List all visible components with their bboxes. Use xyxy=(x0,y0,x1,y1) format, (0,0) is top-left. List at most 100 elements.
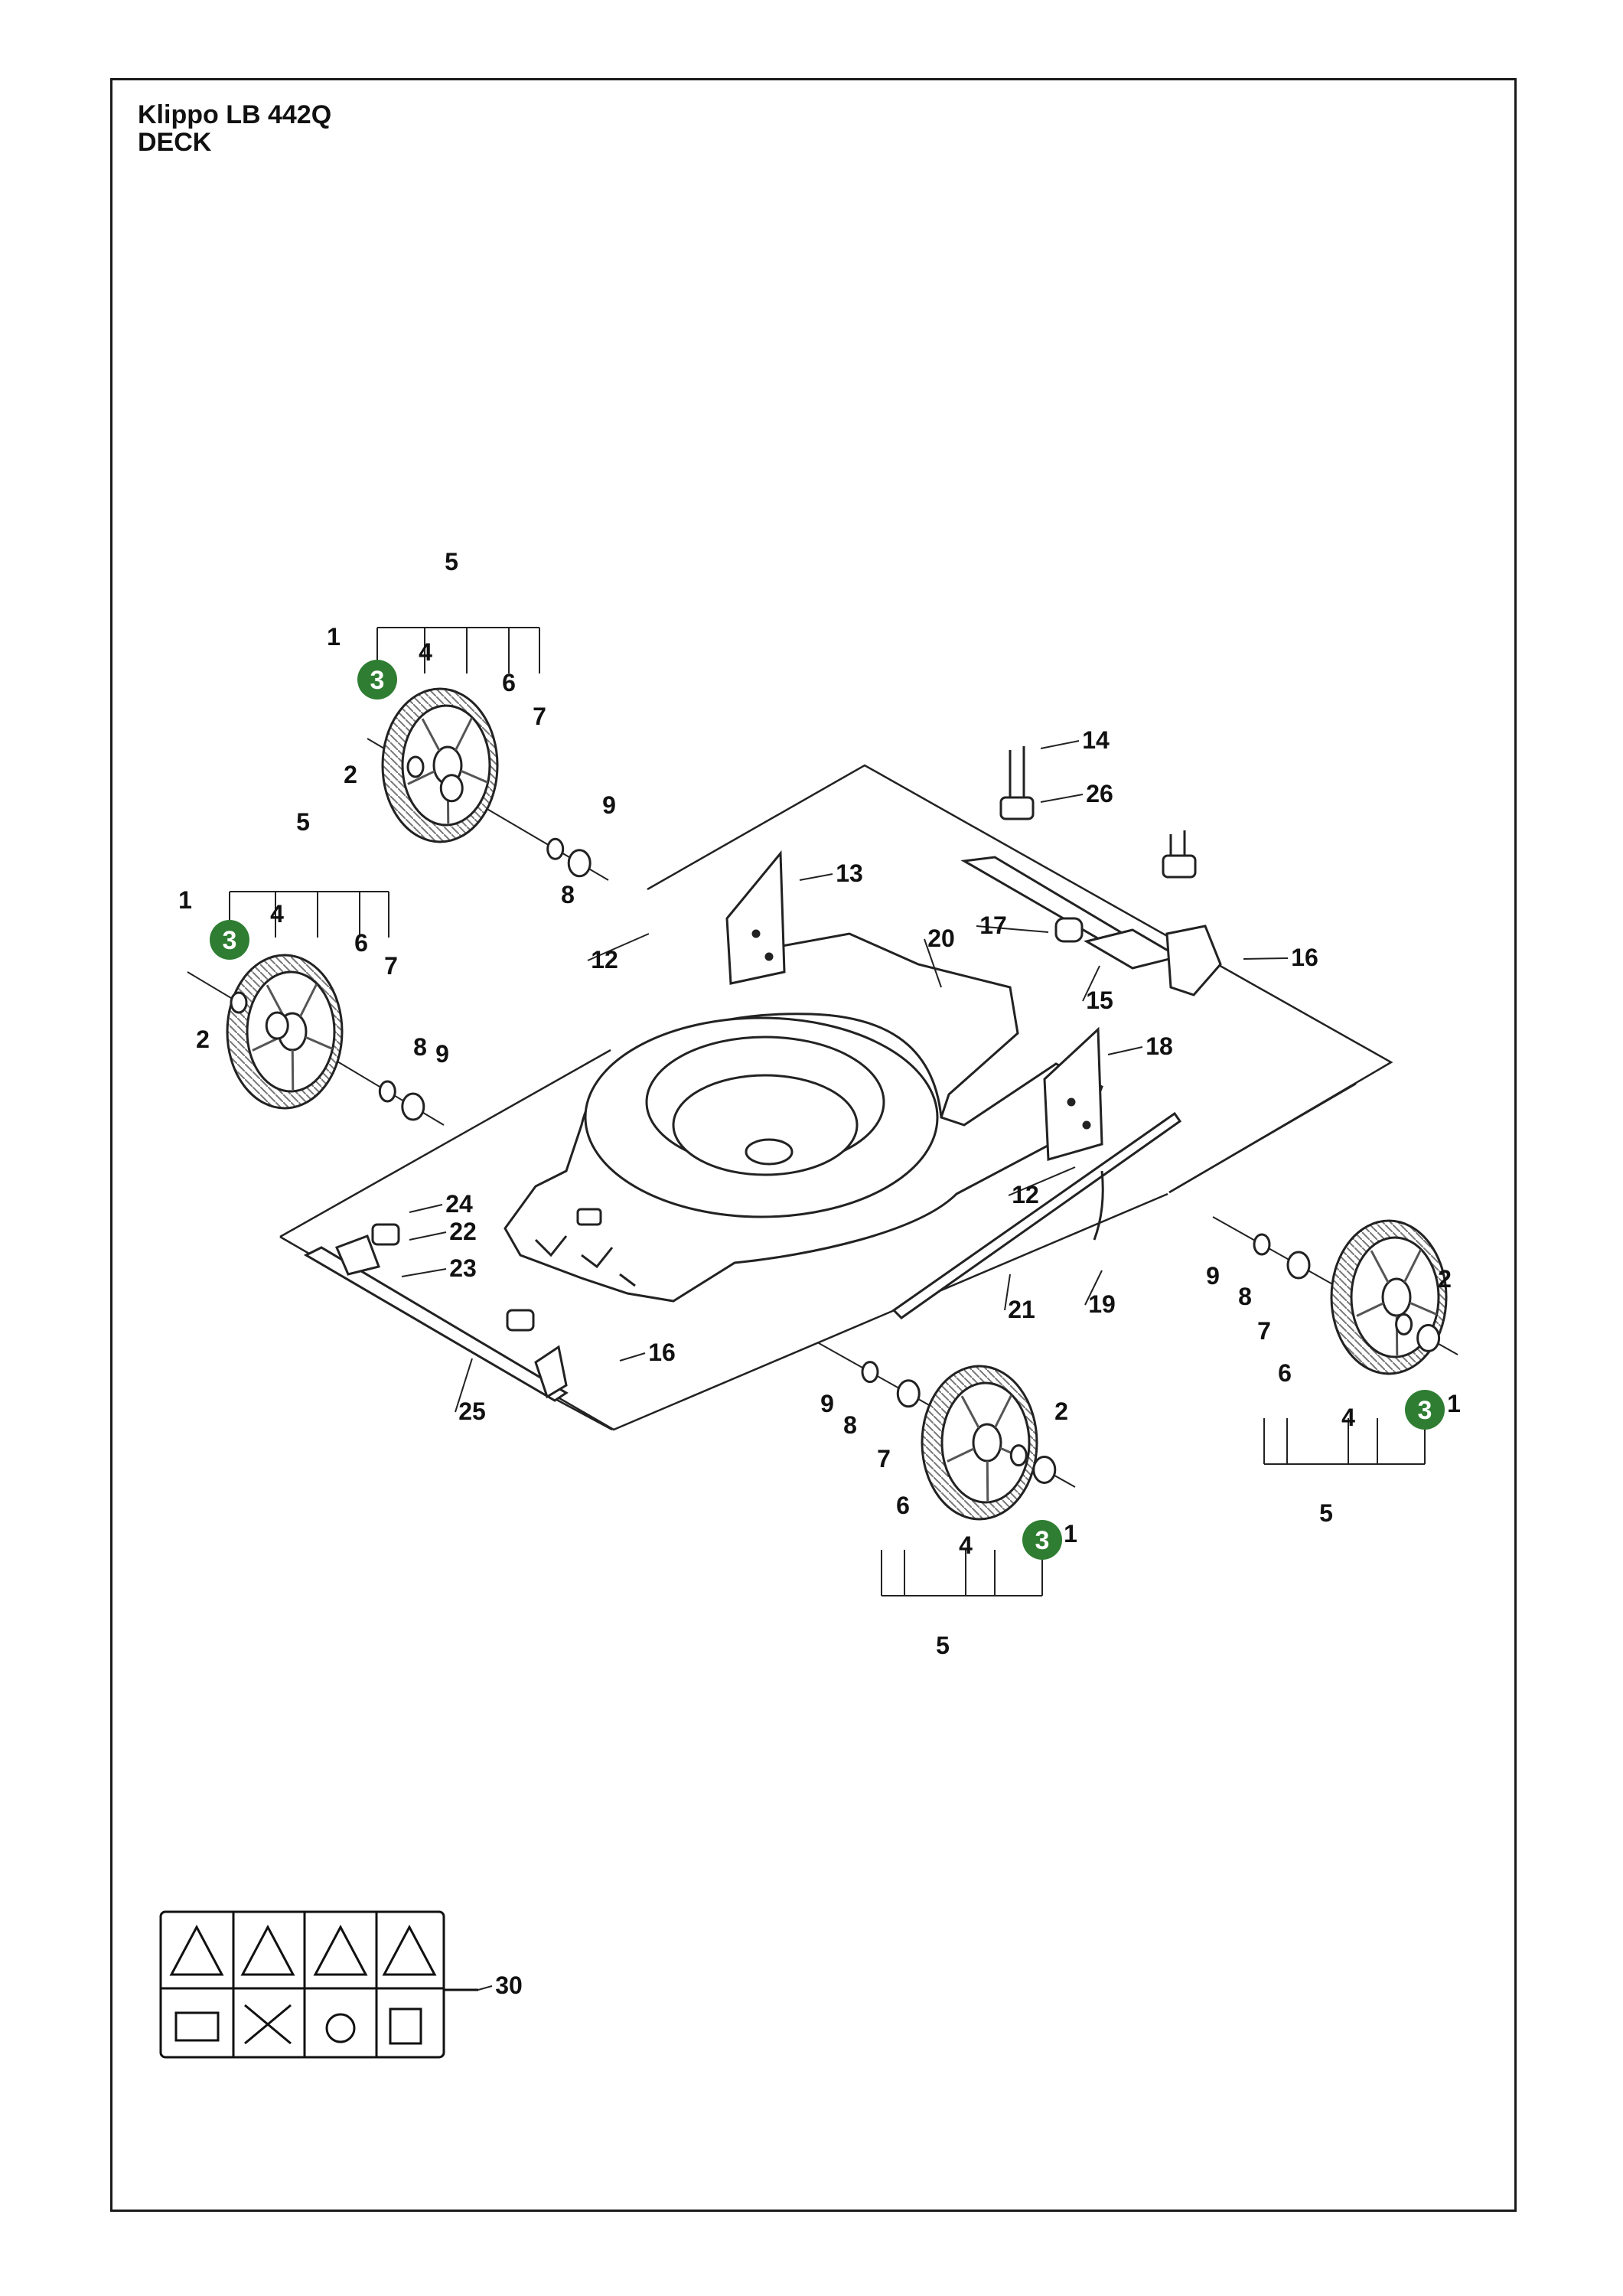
callout-number: 5 xyxy=(936,1632,950,1659)
bearing-washer xyxy=(406,755,425,778)
callout-number: 1 xyxy=(327,623,341,651)
callout-number: 2 xyxy=(344,761,357,788)
bearing-washer xyxy=(401,1092,425,1121)
leader-line xyxy=(1084,1270,1103,1306)
spring-19 xyxy=(1093,1170,1104,1241)
highlight-number: 3 xyxy=(1418,1396,1432,1425)
callout-p23: 23 xyxy=(449,1254,477,1282)
wheel-front-right xyxy=(818,1342,1076,1596)
callout-number: 4 xyxy=(270,900,284,928)
callout-number: 1 xyxy=(178,886,192,914)
bearing-washer xyxy=(1416,1323,1441,1352)
bearing-washer xyxy=(1395,1313,1413,1336)
callout-number: 8 xyxy=(1238,1283,1252,1310)
leader-line xyxy=(455,1358,473,1413)
wheel-hub xyxy=(972,1423,1002,1463)
callout-p26: 26 xyxy=(1086,780,1113,807)
section-name: DECK xyxy=(138,128,212,157)
callout-number: 4 xyxy=(1341,1404,1355,1431)
callout-p12b: 12 xyxy=(1012,1181,1039,1208)
leader-line xyxy=(1040,794,1084,803)
callout-number: 6 xyxy=(354,929,368,957)
highlight-badge: 3 xyxy=(1022,1520,1062,1560)
callout-number: 5 xyxy=(296,808,310,836)
clamp-lower xyxy=(506,1309,535,1332)
callout-p14: 14 xyxy=(1082,726,1110,754)
callout-p16b: 16 xyxy=(648,1339,676,1366)
disconnect-icon xyxy=(389,2007,422,2045)
bearing-washer xyxy=(1253,1233,1271,1256)
leader-line xyxy=(1004,1274,1011,1311)
warning-triangle-icon xyxy=(382,1924,437,1976)
callout-number: 2 xyxy=(1054,1397,1068,1425)
callout-p18: 18 xyxy=(1146,1032,1173,1060)
callout-p30: 30 xyxy=(495,1971,523,1999)
wheel-hub xyxy=(1381,1277,1412,1317)
page-frame xyxy=(110,78,1517,2212)
callout-number: 9 xyxy=(1206,1262,1220,1290)
callout-number: 8 xyxy=(413,1033,427,1061)
bearing-washer xyxy=(265,1011,289,1040)
callout-number: 9 xyxy=(435,1040,449,1068)
front-axle-assembly xyxy=(303,1111,1182,1402)
callout-number: 1 xyxy=(1064,1520,1077,1548)
axle-cap-17 xyxy=(1054,917,1084,943)
wheel-rear-right xyxy=(1212,1216,1458,1465)
leader-line xyxy=(619,1352,646,1362)
callout-number: 2 xyxy=(1438,1265,1452,1293)
callout-number: 8 xyxy=(561,881,575,908)
warning-triangle-icon xyxy=(169,1924,224,1976)
leader-line xyxy=(976,925,1049,933)
callout-number: 7 xyxy=(533,703,546,730)
highlight-number: 3 xyxy=(223,926,237,955)
callout-number: 7 xyxy=(877,1445,891,1473)
callout-number: 6 xyxy=(1278,1359,1292,1387)
callout-number: 6 xyxy=(896,1492,910,1519)
bearing-washer xyxy=(567,849,592,878)
wheel-rear-left xyxy=(367,627,609,881)
callout-p17: 17 xyxy=(979,912,1007,939)
leader-line xyxy=(924,938,942,988)
bearing-washer xyxy=(861,1361,879,1384)
callout-p21: 21 xyxy=(1008,1296,1035,1323)
callout-p22: 22 xyxy=(449,1218,477,1245)
callout-number: 5 xyxy=(445,548,458,576)
manual-book-icon xyxy=(174,2011,220,2042)
leader-line xyxy=(401,1268,447,1277)
bearing-washer xyxy=(230,991,248,1014)
leader-line xyxy=(1107,1046,1143,1055)
rear-axle-lever-assembly xyxy=(960,746,1222,996)
bearing-washer xyxy=(439,774,464,803)
mower-deck-body xyxy=(504,932,1103,1303)
callout-number: 2 xyxy=(196,1026,210,1053)
bearing-washer xyxy=(378,1080,396,1103)
callout-p25: 25 xyxy=(458,1397,486,1425)
leader-line xyxy=(799,873,833,881)
callout-number: 7 xyxy=(1257,1317,1271,1345)
highlight-number: 3 xyxy=(1035,1526,1050,1555)
highlight-number: 3 xyxy=(370,666,385,695)
clamp-right xyxy=(1162,854,1197,879)
callout-p20: 20 xyxy=(927,925,955,952)
leader-line xyxy=(1082,965,1100,1002)
height-bracket-18 xyxy=(1043,1026,1103,1161)
bearing-washer xyxy=(546,837,565,860)
leader-line xyxy=(409,1204,443,1213)
distance-icon xyxy=(325,2013,356,2043)
callout-number: 7 xyxy=(384,952,398,980)
highlight-badge: 3 xyxy=(357,660,397,700)
highlight-badge: 3 xyxy=(1405,1390,1445,1430)
link-rod-21 xyxy=(891,1111,1182,1319)
callout-p16a: 16 xyxy=(1291,944,1318,971)
callout-p19: 19 xyxy=(1088,1290,1116,1318)
callout-number: 1 xyxy=(1447,1390,1461,1417)
callout-p15: 15 xyxy=(1086,987,1113,1014)
callout-number: 4 xyxy=(959,1531,973,1559)
leader-line xyxy=(587,933,650,961)
callout-number: 4 xyxy=(419,638,432,666)
highlight-badge: 3 xyxy=(210,920,249,960)
callout-p12a: 12 xyxy=(591,946,618,974)
wheel-front-left xyxy=(187,891,445,1126)
